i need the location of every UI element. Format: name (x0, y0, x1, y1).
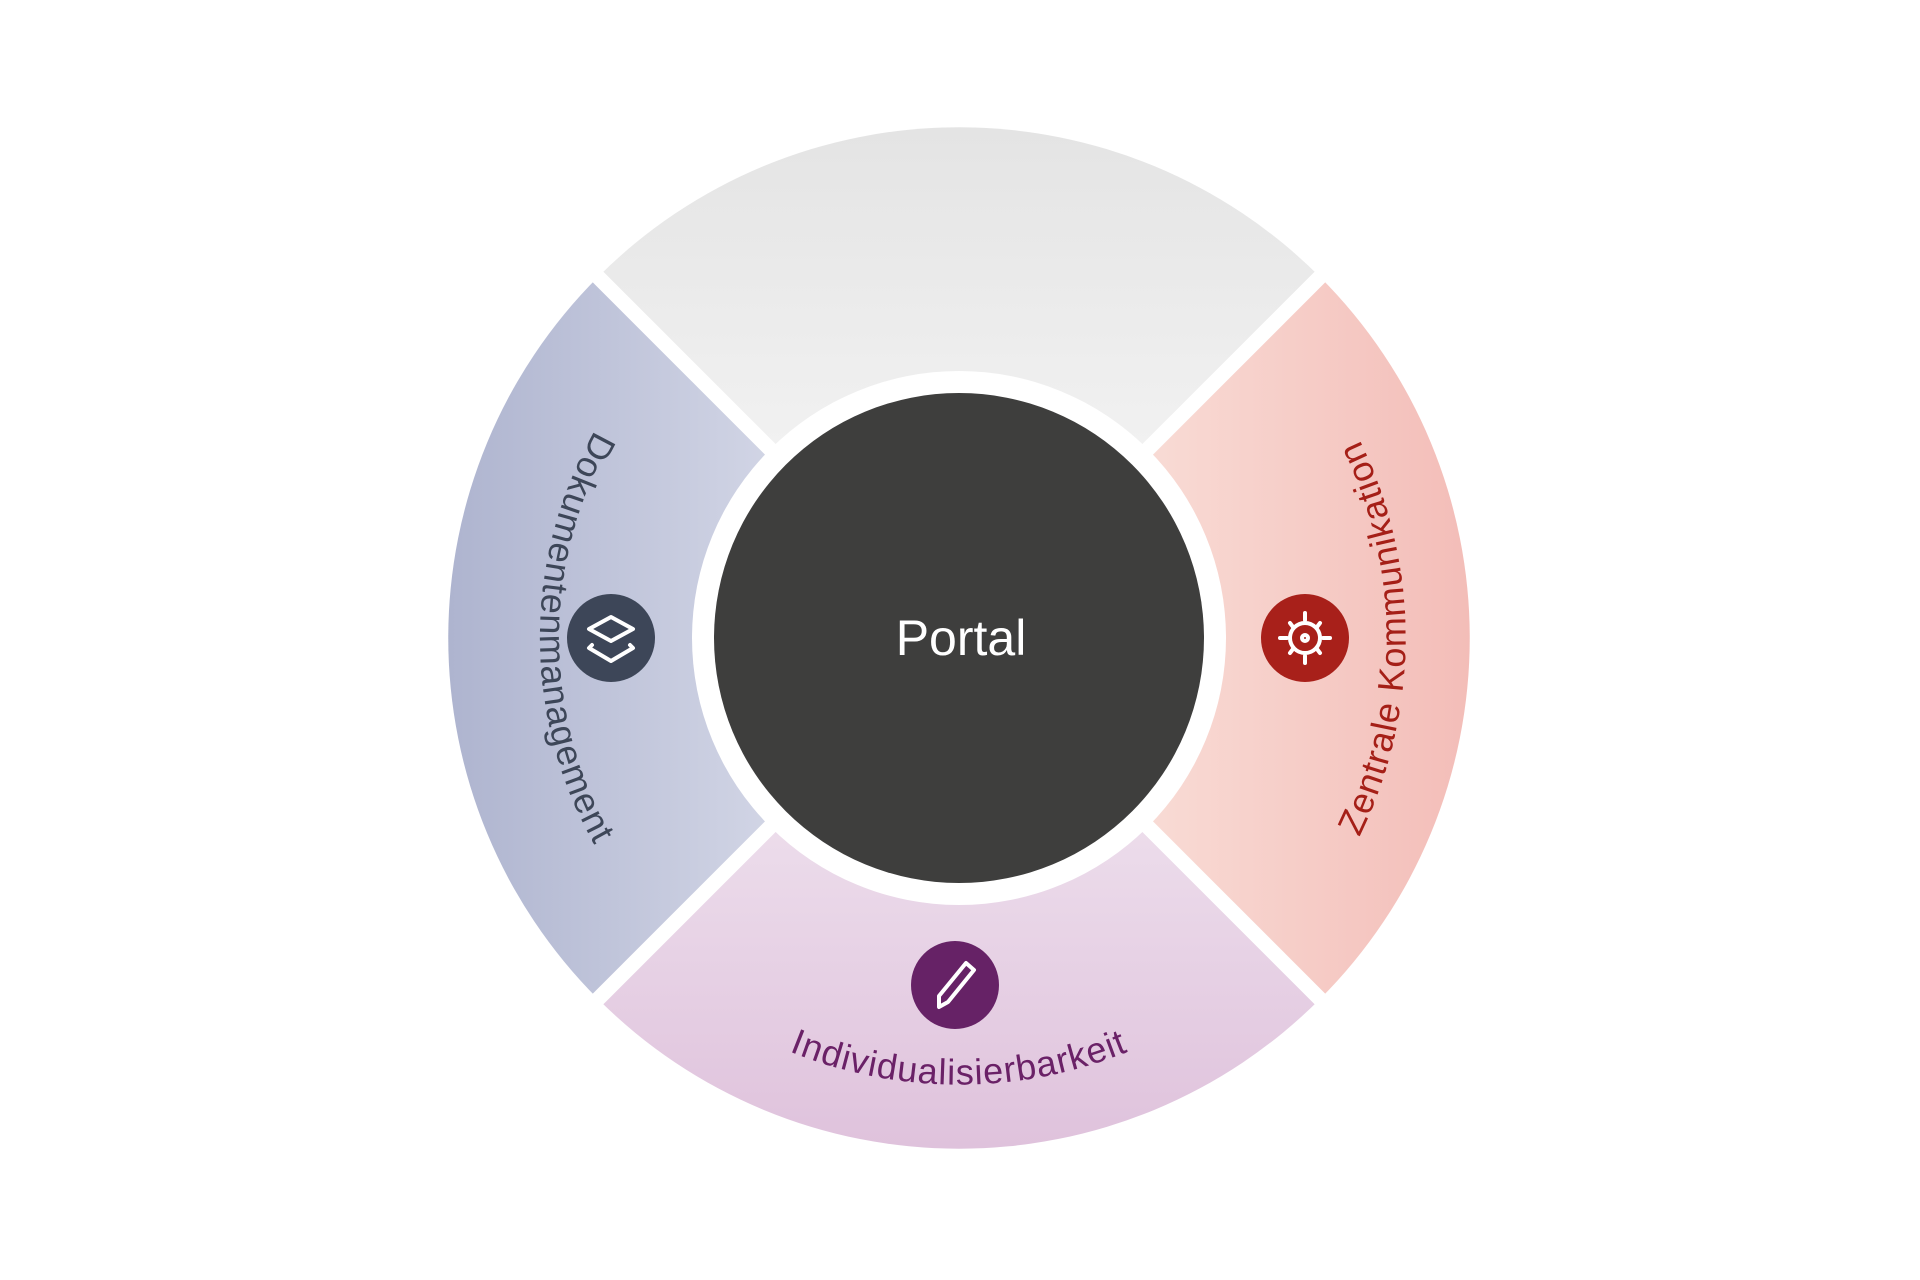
center-label: Portal (896, 610, 1027, 666)
layers-icon (567, 594, 655, 682)
gear-icon (1261, 594, 1349, 682)
center-circle[interactable] (714, 393, 1204, 883)
pencil-icon (911, 941, 999, 1029)
